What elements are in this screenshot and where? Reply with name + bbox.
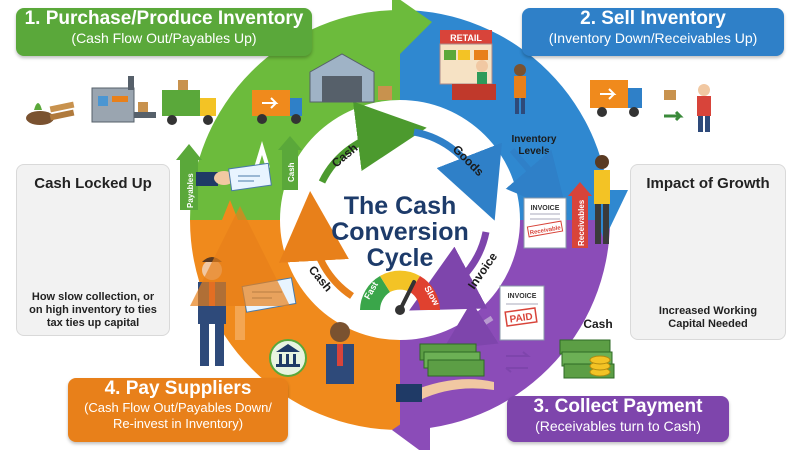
cash-locked-up-note: How slow collection, or on high inventor… [21, 291, 165, 330]
warehouse-icon [309, 53, 392, 103]
exchange-arrows-icon [505, 351, 531, 373]
step3-banner: 3. Collect Payment (Receivables turn to … [507, 396, 729, 442]
cash-locked-up-title: Cash Locked Up [34, 175, 152, 192]
inventory-down-arrow [505, 148, 568, 215]
invoice-receivable-icon: INVOICE Receivable [523, 197, 567, 249]
cash-locked-up-note-line1: How slow collection, or [31, 291, 155, 303]
inner-arrow-cash-top [318, 101, 427, 184]
paid-invoice-icon: INVOICE PAID [499, 285, 545, 341]
inner-arrow-cash-bottom [278, 191, 354, 299]
step4-subtitle-line2: Re-invest in Inventory) [112, 416, 244, 431]
impact-of-growth-panel: Impact of Growth Increased Working Capit… [630, 164, 786, 340]
step1-title: 1. Purchase/Produce Inventory [24, 8, 304, 29]
center-title-line1: The Cash [344, 192, 457, 220]
truck-to-warehouse-icon [252, 90, 302, 124]
step4-subtitle-line1: (Cash Flow Out/Payables Down/ [84, 400, 272, 415]
payables-cash-bars: Payables Cash [176, 136, 302, 210]
paid-invoice-title: INVOICE [508, 293, 537, 300]
step3-title: 3. Collect Payment [533, 396, 703, 417]
step1-subtitle: (Cash Flow Out/Payables Up) [71, 30, 257, 46]
impact-of-growth-note: Increased Working Capital Needed [635, 305, 781, 331]
ring-arrow-head-green [392, 0, 432, 62]
ring-arrow-head-purple [392, 404, 430, 450]
inventory-levels-label-2: Levels [518, 146, 550, 157]
center-title-line2: Conversion [331, 218, 469, 246]
step4-banner: 4. Pay Suppliers (Cash Flow Out/Payables… [68, 378, 288, 442]
step2-title: 2. Sell Inventory [580, 8, 726, 29]
cash-locked-up-note-line2: on high inventory to ties [29, 304, 157, 316]
impact-of-growth-note-line2: Capital Needed [668, 318, 748, 330]
gauge-needle [398, 280, 416, 312]
cash-in-hand-icon [396, 343, 494, 402]
retail-store-icon: RETAIL [439, 30, 526, 114]
invoice-to-cash-arrow [442, 301, 499, 350]
invoice-doc-title: INVOICE [531, 205, 560, 212]
step2-banner: 2. Sell Inventory (Inventory Down/Receiv… [522, 8, 784, 56]
step1-banner: 1. Purchase/Produce Inventory (Cash Flow… [16, 8, 312, 56]
step4-title: 4. Pay Suppliers [104, 378, 252, 399]
shopper-person-icon [594, 155, 610, 244]
bank-icon [269, 339, 307, 377]
step2-subtitle: (Inventory Down/Receivables Up) [548, 30, 758, 46]
cash-bar-label: Cash [287, 162, 296, 182]
step3-subtitle: (Receivables turn to Cash) [535, 418, 701, 434]
receivables-bar-label: Receivables [577, 199, 586, 246]
delivery-truck-icon [162, 80, 216, 125]
cash-collected-label: Cash [583, 317, 612, 331]
retail-sign-text: RETAIL [450, 33, 482, 43]
cash-locked-up-panel: Cash Locked Up How slow collection, or o… [16, 164, 170, 336]
supplier-person-icon [326, 322, 354, 384]
paid-stamp-text: PAID [509, 311, 533, 325]
payables-bar-label: Payables [186, 173, 195, 208]
inner-arrow-goods [413, 128, 502, 221]
impact-of-growth-note-line1: Increased Working [658, 305, 758, 317]
inner-arrow-invoice [409, 231, 490, 311]
cash-locked-up-note-line3: tax ties up capital [46, 317, 140, 329]
cash-and-coins-icon [559, 339, 615, 379]
sell-truck-icon [590, 80, 684, 122]
customer-person-icon [697, 84, 711, 132]
raw-materials-icon [26, 101, 75, 125]
hand-giving-check-icon [196, 162, 272, 192]
inventory-levels-label-1: Inventory [511, 134, 556, 145]
receivables-bar: Receivables [568, 182, 592, 248]
receivable-stamp-text: Receivable [529, 225, 562, 236]
factory-machine-icon [91, 76, 156, 123]
center-title-line3: Cycle [367, 244, 434, 272]
speed-gauge: Fast Slow [360, 270, 442, 315]
impact-of-growth-title: Impact of Growth [646, 175, 770, 192]
